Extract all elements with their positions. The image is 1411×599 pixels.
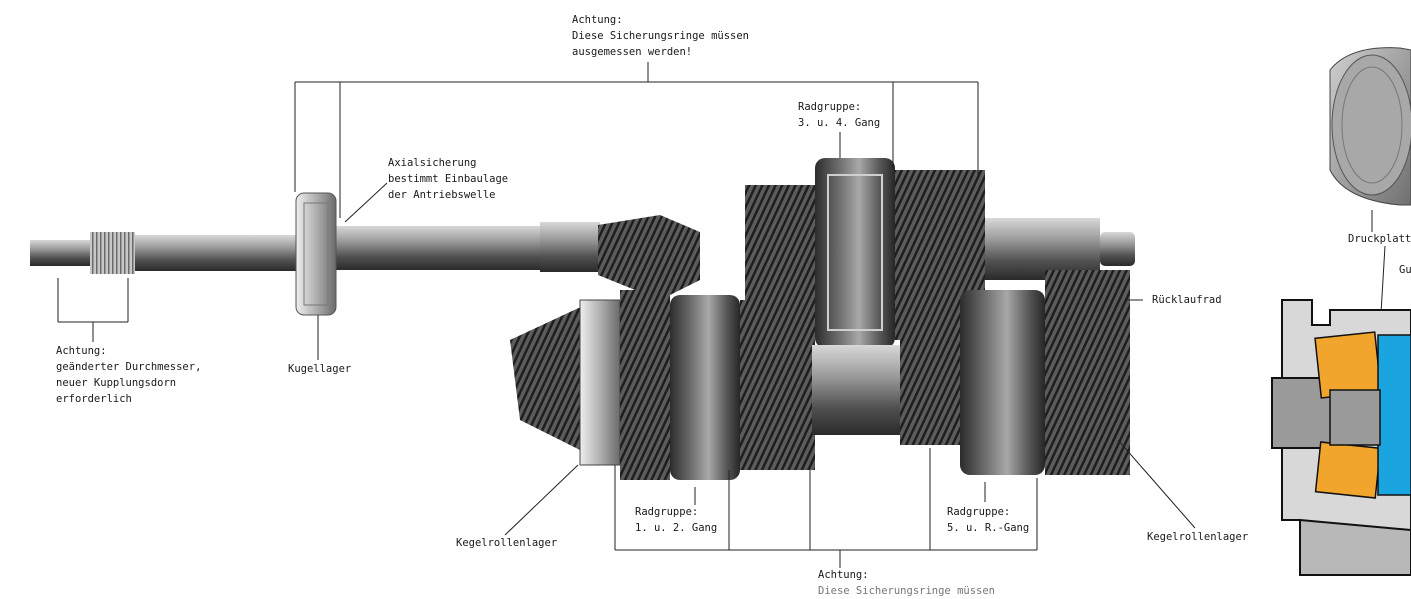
warning-diameter-line-3: neuer Kupplungsdorn (56, 377, 177, 389)
cross-section-inset (1271, 299, 1411, 576)
reverse-gear-label: Rücklaufrad (1152, 292, 1222, 308)
warning-diameter-label: Achtung: geänderter Durchmesser, neuer K… (56, 343, 201, 407)
inset-fragment-label: Gu (1399, 262, 1411, 278)
lower-gear-stack (510, 270, 1130, 480)
gear-group-5-r-line-1: Radgruppe: (947, 506, 1011, 518)
gear-group-1-2-label: Radgruppe: 1. u. 2. Gang (635, 504, 717, 536)
pressure-plate-cap (1329, 47, 1411, 206)
input-shaft (30, 222, 600, 274)
tapered-bearing-left-line-1: Kegelrollenlager (456, 537, 558, 549)
axial-retention-line-3: der Antriebswelle (388, 189, 496, 201)
warning-diameter-line-2: geänderter Durchmesser, (56, 361, 202, 373)
pressure-plate-label: Druckplatt (1348, 231, 1411, 247)
axial-retention-line-2: bestimmt Einbaulage (388, 173, 509, 185)
gear-group-5-r-label: Radgruppe: 5. u. R.-Gang (947, 504, 1029, 536)
warning-diameter-line-1: Achtung: (56, 345, 107, 357)
upper-gear-stack (598, 158, 1135, 348)
warning-bottom-label: Achtung: Diese Sicherungsringe müssen (818, 567, 995, 599)
warning-top-line-3: ausgemessen werden! (572, 46, 693, 58)
axial-retention-label: Axialsicherung bestimmt Einbaulage der A… (388, 155, 508, 203)
warning-top-line-2: Diese Sicherungsringe müssen (572, 30, 750, 42)
warning-bottom-line-1: Achtung: (818, 569, 869, 581)
warning-bottom-line-2: Diese Sicherungsringe müssen (818, 585, 996, 597)
axial-retention-line-1: Axialsicherung (388, 157, 477, 169)
gear-group-1-2-line-1: Radgruppe: (635, 506, 699, 518)
leader-lines (57, 62, 1386, 568)
warning-diameter-line-4: erforderlich (56, 393, 132, 405)
ball-bearing-label: Kugellager (288, 361, 351, 377)
pressure-plate-line-1: Druckplatt (1348, 233, 1411, 245)
tapered-bearing-left-label: Kegelrollenlager (456, 535, 557, 551)
inset-fragment-line-1: Gu (1399, 264, 1411, 276)
warning-top-label: Achtung: Diese Sicherungsringe müssen au… (572, 12, 749, 60)
tapered-bearing-right-label: Kegelrollenlager (1147, 529, 1248, 545)
gear-group-3-4-line-2: 3. u. 4. Gang (798, 117, 881, 129)
warning-top-line-1: Achtung: (572, 14, 623, 26)
tapered-bearing-right-line-1: Kegelrollenlager (1147, 531, 1249, 543)
gear-group-3-4-line-1: Radgruppe: (798, 101, 862, 113)
reverse-gear-line-1: Rücklaufrad (1152, 294, 1222, 306)
gear-group-1-2-line-2: 1. u. 2. Gang (635, 522, 718, 534)
ball-bearing-line-1: Kugellager (288, 363, 352, 375)
gear-group-5-r-line-2: 5. u. R.-Gang (947, 522, 1030, 534)
gear-group-3-4-label: Radgruppe: 3. u. 4. Gang (798, 99, 880, 131)
ball-bearing (295, 192, 337, 316)
